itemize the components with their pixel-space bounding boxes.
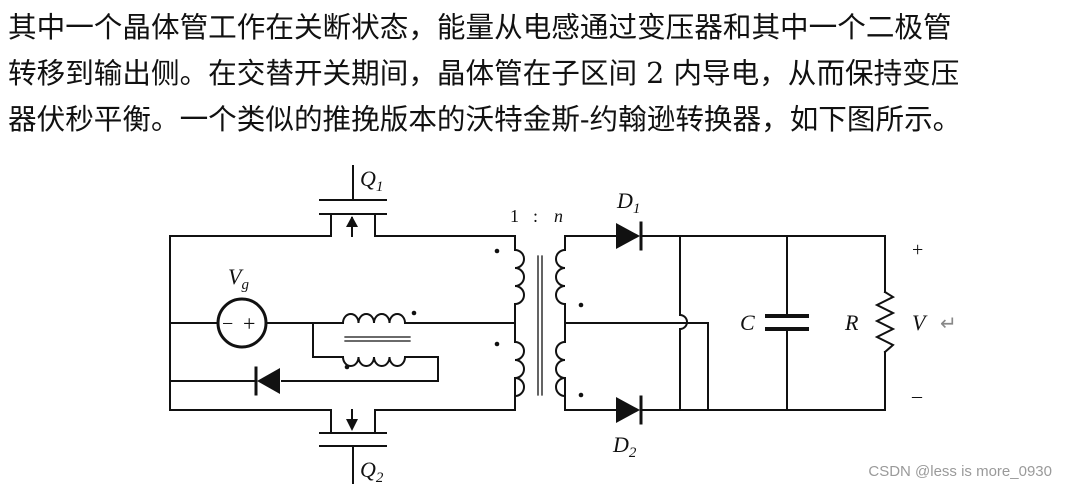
turns-ratio-colon: : [533, 206, 538, 226]
q1-label: Q1 [360, 166, 383, 195]
load-resistor [874, 290, 896, 354]
return-arrow-icon: ↵ [940, 311, 957, 335]
output-voltage-label: V [912, 310, 928, 335]
vg-plus-sign: + [243, 311, 255, 336]
vg-minus-sign: − [222, 313, 233, 335]
turns-ratio-n: n [554, 206, 563, 226]
d1-diode [616, 223, 640, 249]
resistor-label: R [844, 310, 859, 335]
q2-body-arrow [346, 419, 358, 431]
paragraph-line: 其中一个晶体管工作在关断状态，能量从电感通过变压器和其中一个二极管 [8, 10, 952, 44]
output-capacitor [765, 314, 809, 331]
input-diode [257, 368, 280, 394]
turns-ratio-one: 1 [510, 206, 519, 226]
transformer-primary [513, 248, 525, 399]
output-plus-sign: + [912, 239, 923, 261]
transformer-secondary [555, 235, 567, 411]
coupled-inductor [341, 313, 411, 367]
output-wiring [564, 235, 886, 411]
body-paragraph: 其中一个晶体管工作在关断状态，能量从电感通过变压器和其中一个二极管 转移到输出侧… [8, 4, 1066, 142]
transformer-core [537, 255, 543, 396]
d2-label: D2 [612, 432, 637, 461]
vg-source [216, 297, 268, 349]
output-minus-sign: – [911, 385, 923, 407]
vg-label: Vg [228, 264, 249, 293]
q1-body-arrow [346, 216, 358, 227]
csdn-watermark: CSDN @less is more_0930 [868, 463, 1052, 480]
d2-diode [616, 397, 640, 423]
capacitor-label: C [740, 310, 755, 335]
paragraph-line: 器伏秒平衡。一个类似的推挽版本的沃特金斯-约翰逊转换器，如下图所示。 [8, 102, 962, 136]
d1-label: D1 [616, 188, 640, 217]
input-wiring [169, 235, 516, 411]
paragraph-line: 转移到输出侧。在交替开关期间，晶体管在子区间 2 内导电，从而保持变压 [8, 56, 960, 90]
q2-label: Q2 [360, 457, 384, 486]
polarity-dots [344, 248, 584, 398]
